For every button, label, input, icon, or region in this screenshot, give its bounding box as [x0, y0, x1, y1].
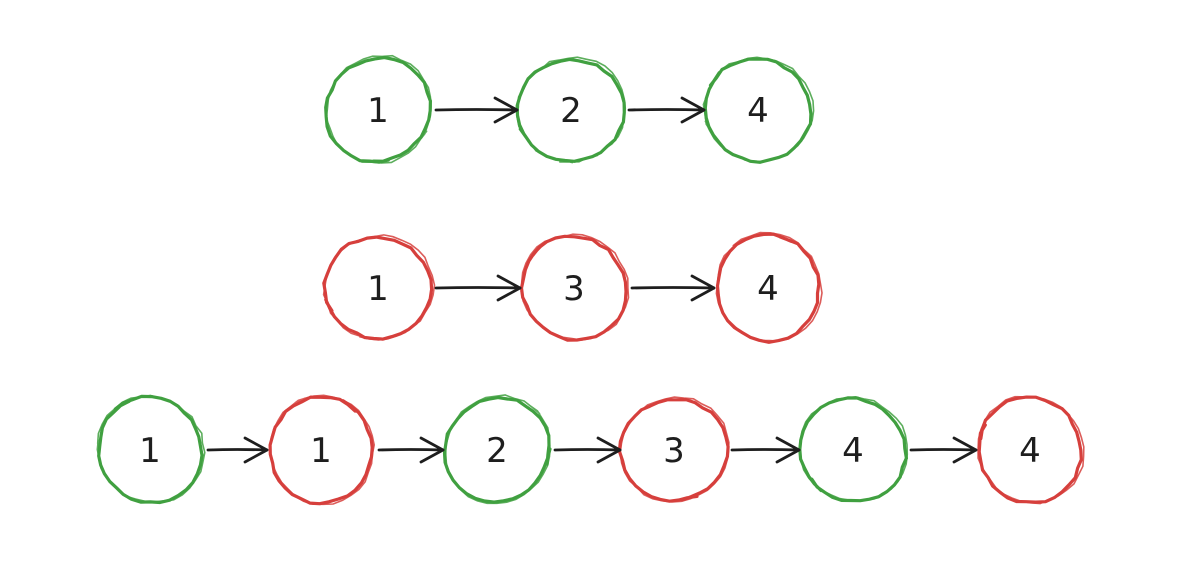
node-value: 4	[757, 269, 779, 309]
node-value: 1	[139, 431, 161, 471]
arrow-line	[206, 448, 269, 452]
arrow-line	[377, 448, 445, 452]
arrow-line	[434, 286, 522, 290]
node-value: 2	[486, 431, 508, 471]
node-circle	[703, 57, 813, 164]
node-circle	[515, 57, 626, 163]
list-node: 1	[322, 234, 436, 341]
list-node: 1	[324, 54, 432, 164]
node-circle	[97, 394, 204, 505]
node-circle	[715, 232, 821, 344]
arrow-line	[553, 448, 622, 452]
list-node: 2	[442, 394, 552, 505]
list-node: 4	[715, 231, 823, 344]
node-value: 3	[563, 269, 585, 309]
node-value: 1	[310, 431, 332, 471]
next-arrow	[377, 436, 445, 464]
node-circle	[977, 395, 1083, 504]
node-value: 2	[560, 91, 582, 131]
node-value: 4	[747, 91, 769, 131]
arrow-head	[775, 436, 801, 464]
arrow-head	[496, 274, 522, 302]
list-b: 1 3 4	[322, 231, 823, 344]
list-a: 1 2 4	[324, 54, 815, 164]
next-arrow	[630, 274, 716, 302]
node-circle	[268, 395, 374, 506]
next-arrow	[730, 436, 801, 464]
list-node: 4	[702, 56, 815, 164]
list-node: 4	[977, 395, 1085, 505]
arrow-head	[596, 436, 622, 464]
node-circle	[519, 234, 628, 342]
node-circle	[442, 396, 552, 504]
node-circle	[798, 396, 908, 503]
node-value: 4	[1019, 431, 1041, 471]
arrow-head	[493, 96, 519, 124]
list-node: 3	[617, 396, 730, 503]
node-value: 1	[367, 91, 389, 131]
arrow-line	[434, 108, 519, 112]
node-circle	[324, 55, 432, 164]
node-circle	[617, 398, 730, 503]
next-arrow	[553, 436, 622, 464]
arrow-head	[680, 96, 706, 124]
merged-list: 1 1 2 3 4 4	[96, 394, 1085, 506]
arrow-line	[630, 286, 716, 290]
arrow-line	[730, 448, 801, 452]
next-arrow	[434, 96, 519, 124]
list-node: 4	[798, 395, 909, 503]
arrow-head	[690, 274, 716, 302]
next-arrow	[909, 436, 978, 464]
list-node: 2	[515, 56, 627, 164]
list-node: 1	[268, 394, 376, 506]
list-node: 3	[519, 233, 630, 342]
list-node: 1	[96, 394, 206, 505]
arrow-line	[909, 448, 978, 452]
arrow-head	[952, 436, 978, 464]
node-value: 4	[842, 431, 864, 471]
node-value: 3	[663, 431, 685, 471]
arrow-head	[419, 436, 445, 464]
arrow-head	[243, 436, 269, 464]
next-arrow	[627, 96, 706, 124]
arrow-line	[627, 108, 706, 112]
node-circle	[322, 235, 434, 341]
node-value: 1	[367, 269, 389, 309]
next-arrow	[206, 436, 269, 464]
next-arrow	[434, 274, 522, 302]
